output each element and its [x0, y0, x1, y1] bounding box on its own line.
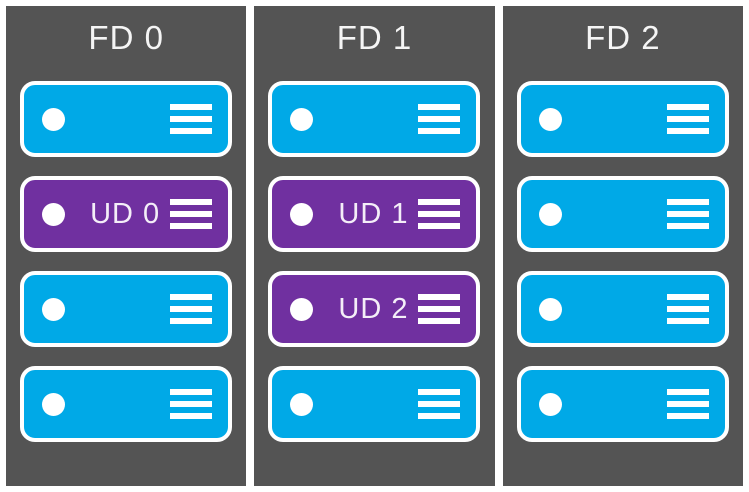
server-blade [516, 81, 729, 157]
vent-lines-icon [666, 294, 709, 324]
power-dot-icon [290, 392, 314, 416]
server-blade [516, 176, 729, 252]
power-dot-icon [538, 297, 562, 321]
server-blade [268, 81, 481, 157]
server-blade-update-domain: UD 2 [268, 271, 481, 347]
server-blade-update-domain: UD 0 [20, 176, 233, 252]
server-blade [268, 366, 481, 442]
vent-lines-icon [418, 389, 461, 419]
fault-domain-rack-2: FD 2 [502, 6, 743, 486]
server-blade [20, 271, 233, 347]
vent-lines-icon [170, 104, 213, 134]
vent-lines-icon [666, 104, 709, 134]
power-dot-icon [290, 297, 314, 321]
server-blade [20, 366, 233, 442]
server-blade [516, 271, 729, 347]
fault-domain-rack-1: FD 1 UD 1 UD 2 [254, 6, 495, 486]
fault-domain-label: FD 0 [88, 19, 164, 56]
vent-lines-icon [170, 389, 213, 419]
fault-domain-label: FD 1 [336, 19, 413, 56]
vent-lines-icon [666, 389, 709, 419]
power-dot-icon [42, 107, 66, 131]
vent-lines-icon [418, 104, 461, 134]
vent-lines-icon [418, 199, 461, 229]
power-dot-icon [538, 202, 562, 226]
power-dot-icon [290, 107, 314, 131]
vent-lines-icon [170, 294, 213, 324]
power-dot-icon [42, 297, 66, 321]
vent-lines-icon [170, 199, 213, 229]
vent-lines-icon [418, 294, 461, 324]
update-domain-label: UD 0 [90, 197, 161, 230]
power-dot-icon [42, 202, 66, 226]
fault-domain-label: FD 2 [585, 19, 661, 56]
power-dot-icon [538, 392, 562, 416]
update-domain-label: UD 1 [338, 197, 409, 230]
update-domain-label: UD 2 [338, 292, 409, 325]
power-dot-icon [290, 202, 314, 226]
power-dot-icon [538, 107, 562, 131]
power-dot-icon [42, 392, 66, 416]
vent-lines-icon [666, 199, 709, 229]
server-blade [20, 81, 233, 157]
server-blade [516, 366, 729, 442]
fault-domain-rack-0: FD 0 UD 0 [6, 6, 247, 486]
server-blade-update-domain: UD 1 [268, 176, 481, 252]
